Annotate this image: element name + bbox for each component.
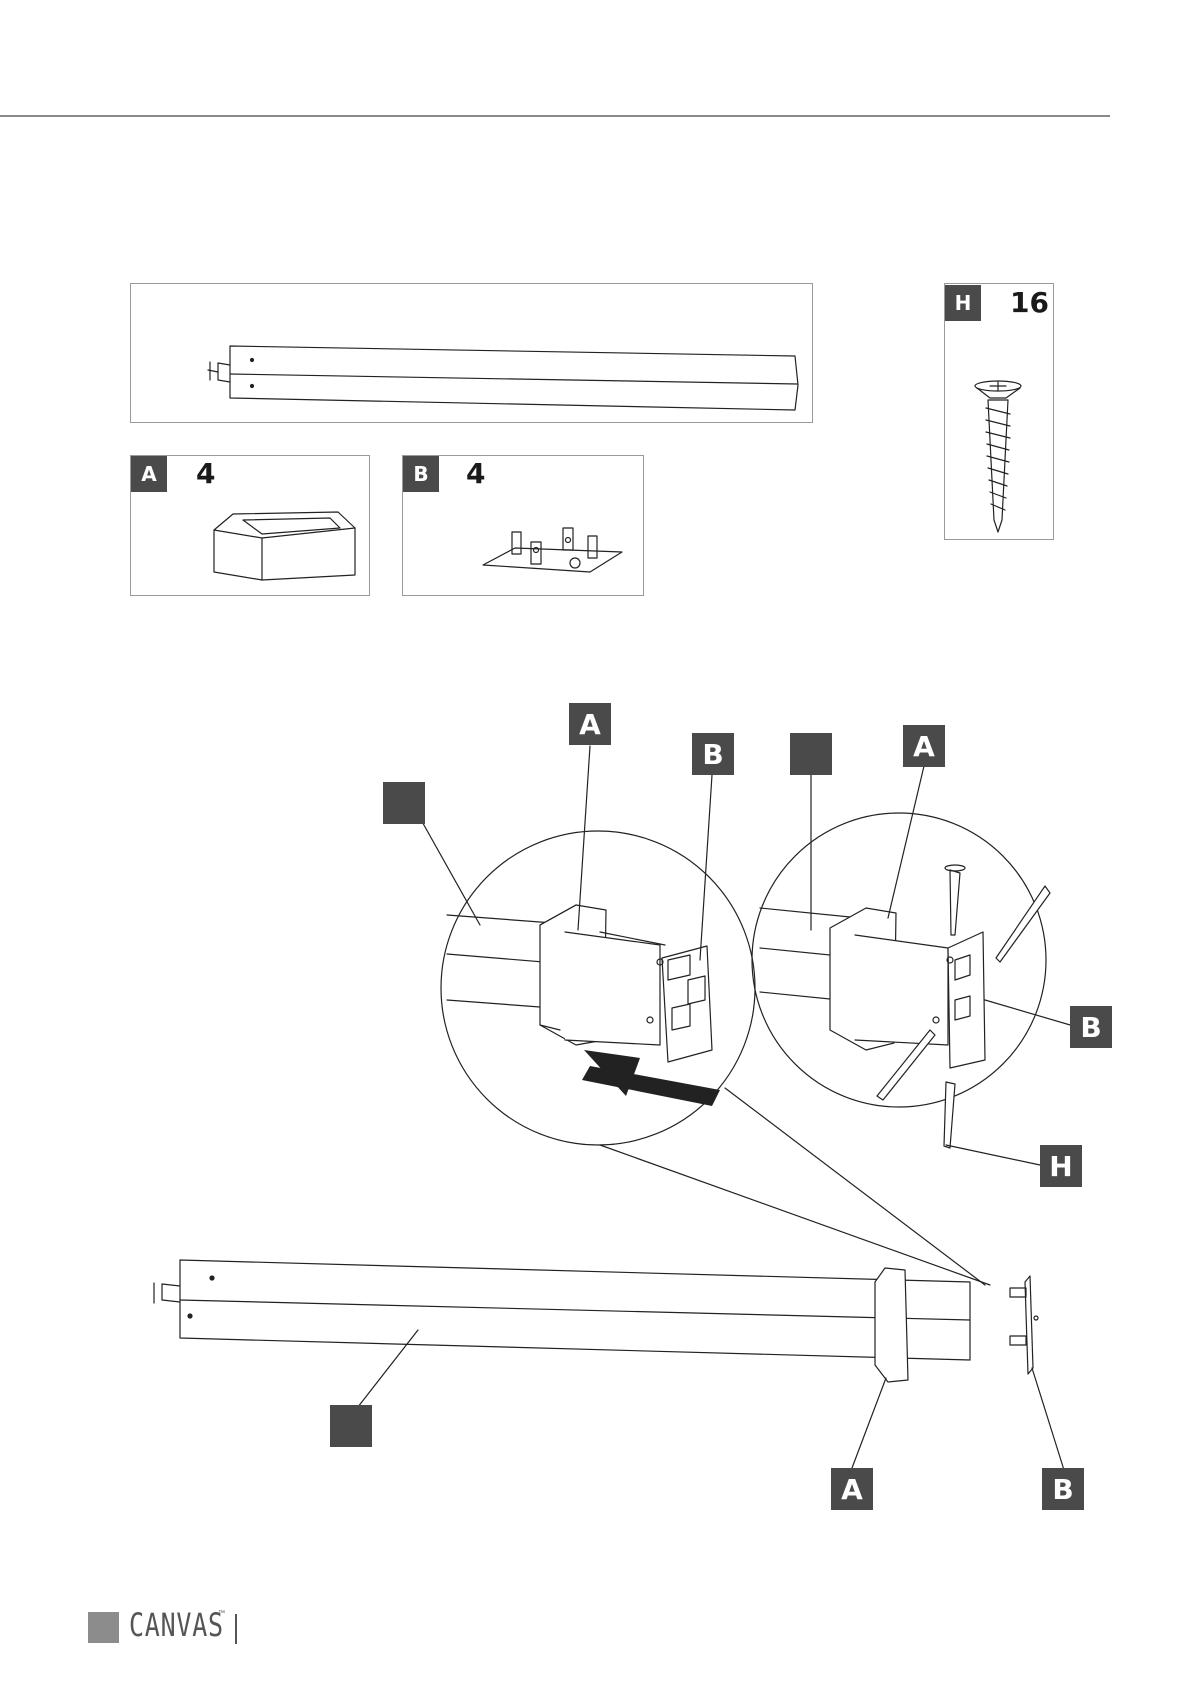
- insert-direction-arrow: [582, 1066, 720, 1106]
- callout-a-detail2: A: [903, 725, 945, 767]
- post-part-drawing: [208, 346, 798, 410]
- callout-post-detail2: [790, 733, 832, 775]
- callout-a-main: A: [831, 1468, 873, 1510]
- detail-1-drawing: [447, 905, 712, 1062]
- footer-brand: CANVAS: [129, 1606, 224, 1644]
- bracket-part-drawing: [483, 528, 622, 572]
- callout-h-detail2: H: [1040, 1145, 1082, 1187]
- sleeve-part-drawing: [214, 512, 355, 580]
- footer-trademark: ™: [218, 1610, 225, 1617]
- screw-part-drawing: [975, 381, 1021, 532]
- callout-b-main: B: [1042, 1468, 1084, 1510]
- callout-b-detail2: B: [1070, 1006, 1112, 1048]
- callout-post-detail1: [383, 782, 425, 824]
- callout-a-detail1: A: [569, 703, 611, 745]
- footer-logo-square: [88, 1612, 119, 1643]
- leader-a-detail1: [578, 746, 590, 930]
- main-assembly-drawing: [154, 1260, 1038, 1382]
- callout-b-detail1: B: [692, 733, 734, 775]
- callout-post-main: [330, 1405, 372, 1447]
- footer-divider: [235, 1614, 237, 1644]
